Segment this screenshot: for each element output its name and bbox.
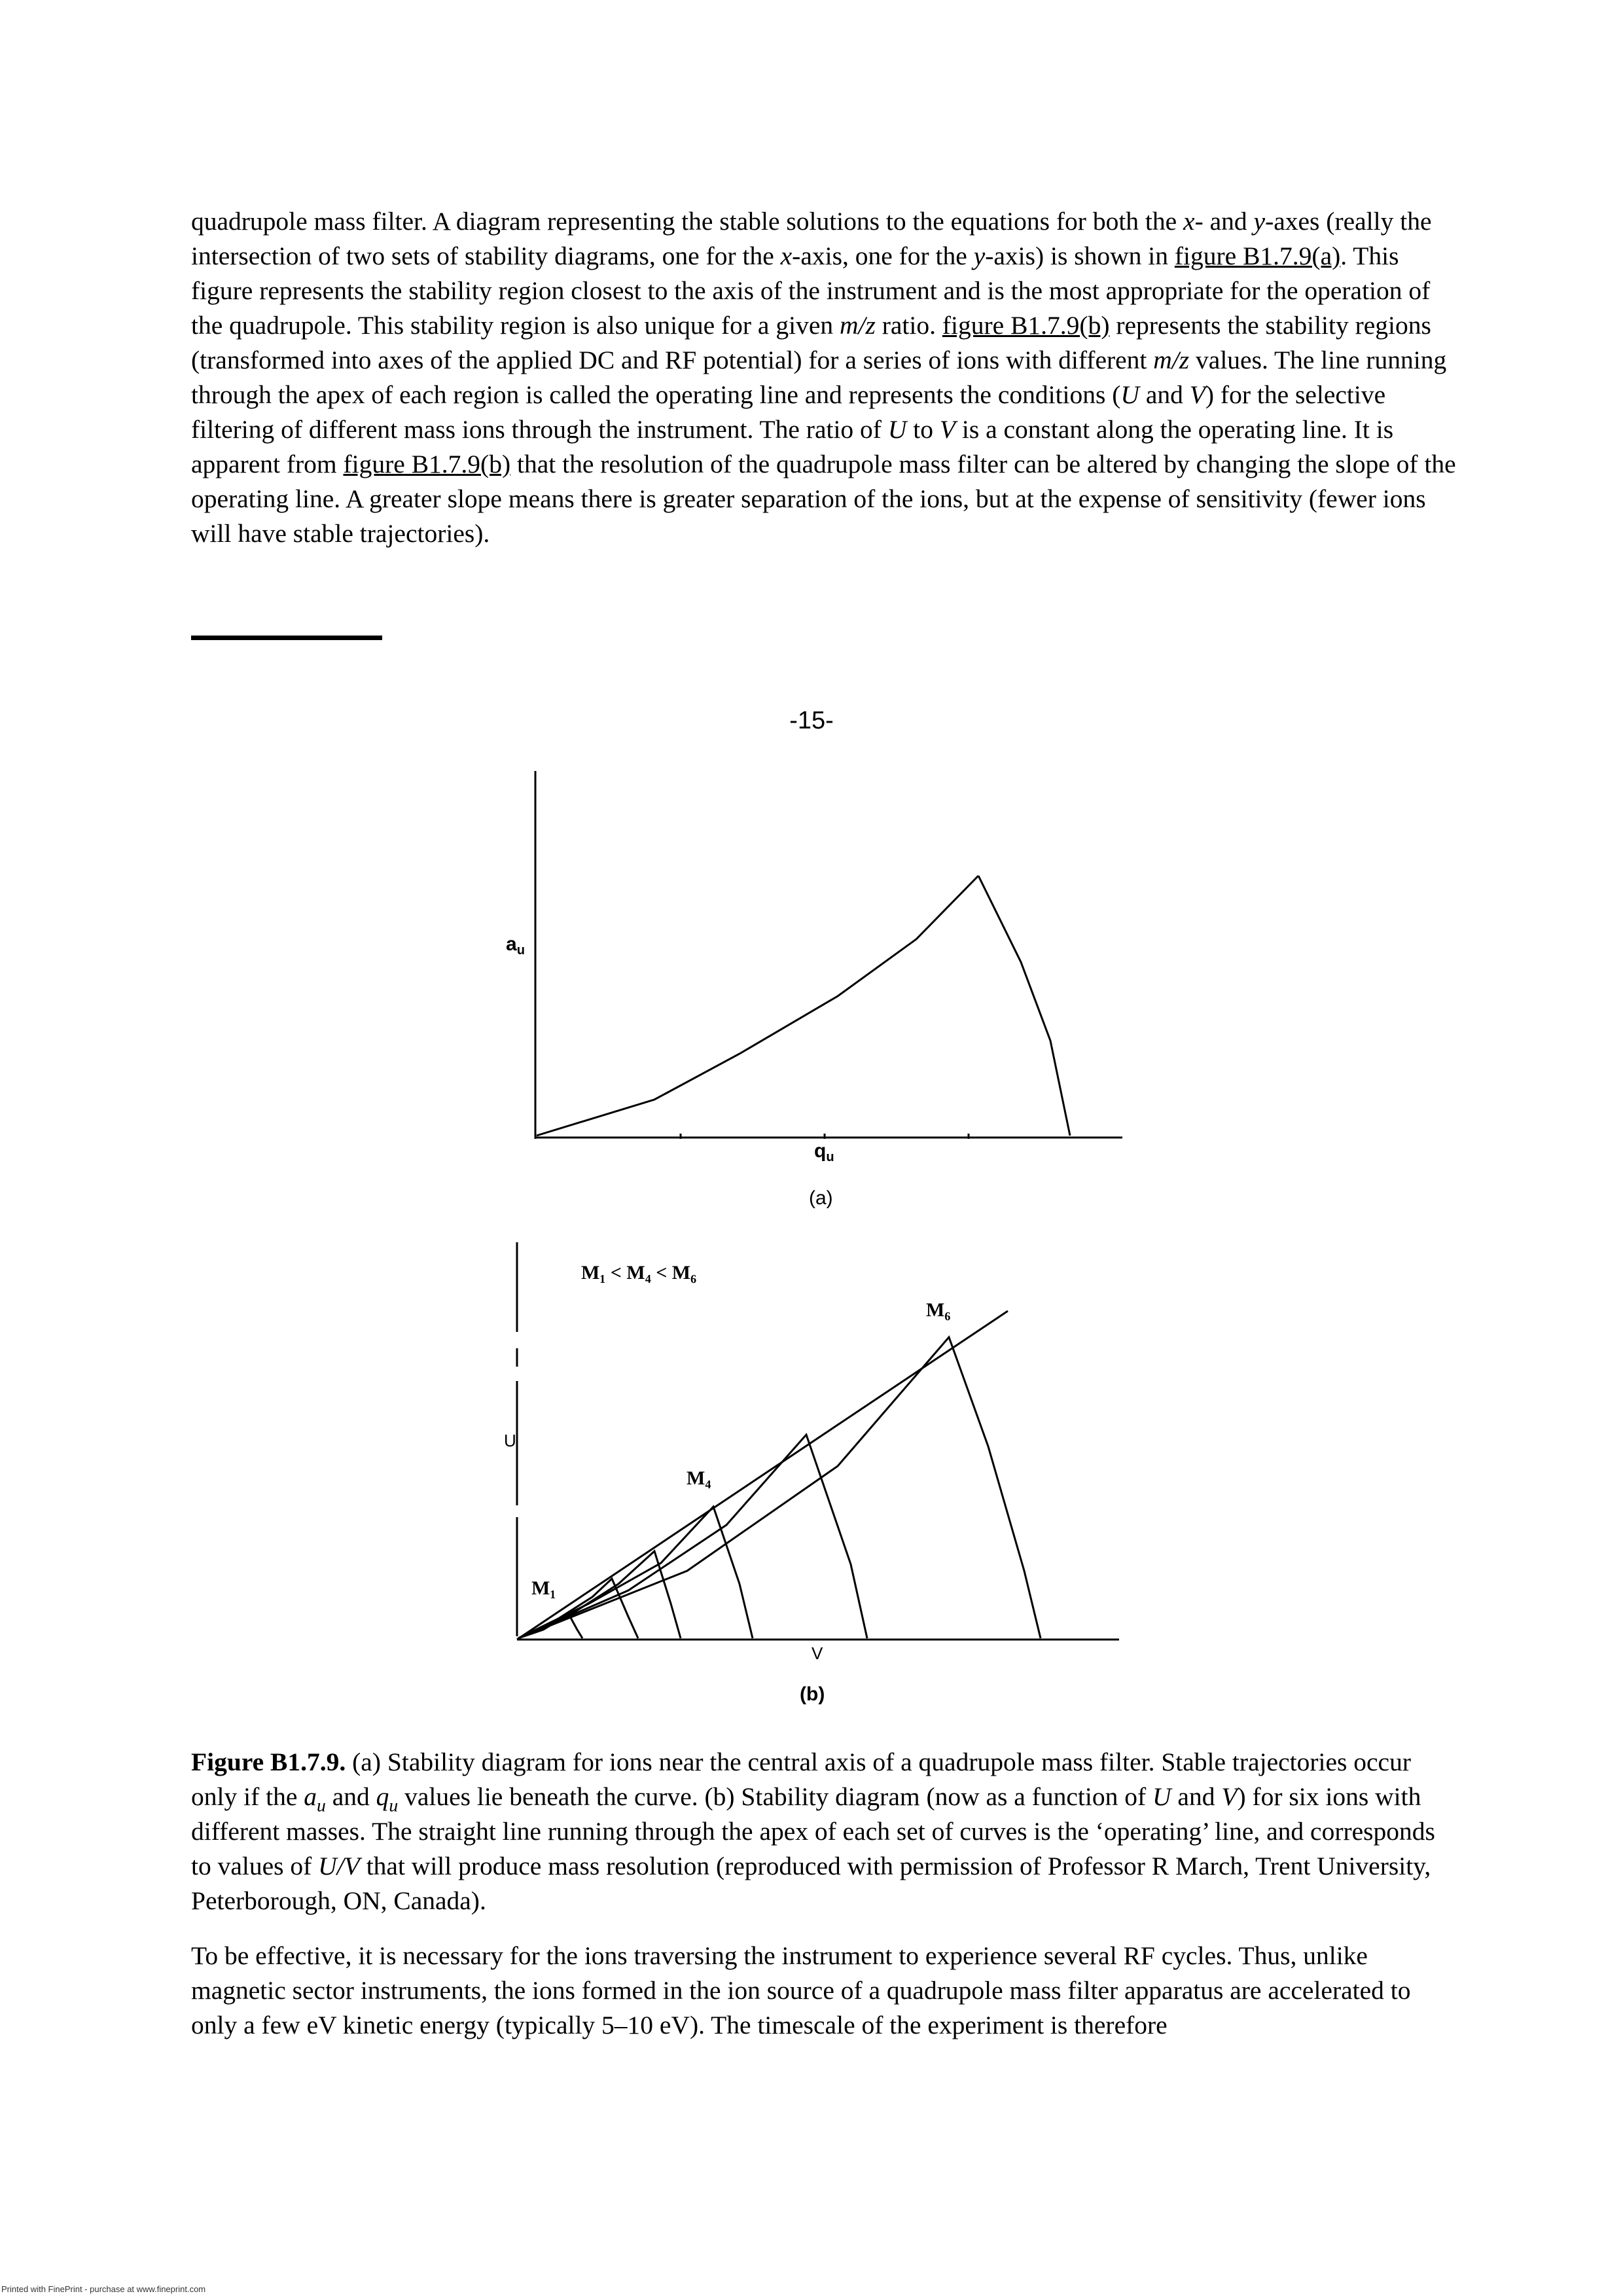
- figure-a-y-label: au: [506, 933, 525, 958]
- text-run: -axis, one for the: [792, 242, 974, 270]
- footnote-rule: [191, 636, 382, 640]
- figure-b-label-m6: M₆: [926, 1299, 950, 1321]
- text-run: quadrupole mass filter. A diagram repres…: [191, 207, 1184, 236]
- italic-run: U/V: [318, 1852, 360, 1880]
- figure-b-inequality: M₁ < M₄ < M₆: [581, 1262, 696, 1283]
- text-run: and: [1139, 380, 1190, 409]
- text-run: values. The line running through the ape…: [191, 346, 1447, 409]
- italic-run: U: [1120, 380, 1139, 409]
- text-run: ) for the selective filtering of differe…: [191, 380, 1386, 444]
- text-run: represents the stability regions (transf…: [191, 311, 1431, 374]
- figure-b: [516, 1242, 1119, 1641]
- text-run: (a) Stability diagram for ions near the …: [191, 1748, 1411, 1811]
- italic-run: V: [1189, 380, 1205, 409]
- italic-run: au: [304, 1782, 326, 1816]
- page-number: -15-: [789, 707, 834, 734]
- text-run: that will produce mass resolution (repro…: [191, 1852, 1431, 1915]
- figure-a-stability-curve: [536, 874, 980, 1137]
- text-run: -axis) is shown in: [985, 242, 1175, 270]
- print-footer: Printed with FinePrint - purchase at www…: [1, 2284, 206, 2294]
- figure-link-a[interactable]: figure B1.7.9(a): [1174, 242, 1341, 270]
- figure-b-operating-line: [516, 1310, 1008, 1641]
- italic-run: x: [780, 242, 793, 270]
- italic-run: y: [973, 242, 986, 270]
- italic-run: V: [939, 415, 955, 444]
- figure-a: [534, 771, 1122, 1139]
- italic-run: m/z: [839, 311, 876, 340]
- italic-run: qu: [376, 1782, 399, 1816]
- text-run: is a constant along the operating line. …: [191, 415, 1394, 478]
- figure-b-x-label: V: [812, 1643, 823, 1663]
- figure-b-panel-label: (b): [800, 1683, 825, 1705]
- bottom-paragraph: To be effective, it is necessary for the…: [191, 1941, 1411, 2039]
- figure-b-y-label: U: [504, 1431, 516, 1450]
- figure-b-curve-4: [518, 1505, 754, 1640]
- figure-link-b[interactable]: figure B1.7.9(b): [942, 311, 1110, 340]
- italic-run: U: [887, 415, 907, 444]
- figure-a-stability-curve-right: [977, 875, 1071, 1136]
- text-run: ratio.: [875, 311, 942, 340]
- top-paragraph: quadrupole mass filter. A diagram repres…: [191, 204, 1461, 551]
- figure-b-curve-6: [518, 1335, 1042, 1640]
- figure-link-b-2[interactable]: figure B1.7.9(b): [343, 450, 511, 478]
- text-run: and: [1171, 1782, 1222, 1811]
- figure-b-curve-5: [518, 1433, 868, 1640]
- caption-label: Figure B1.7.9.: [191, 1748, 346, 1776]
- text-run: - and: [1194, 207, 1254, 236]
- italic-run: V: [1221, 1782, 1238, 1811]
- italic-run: m/z: [1153, 346, 1190, 374]
- text-run: -axes (really the intersection of two se…: [191, 207, 1432, 270]
- italic-run: U: [1152, 1782, 1171, 1811]
- text-run: ) for six ions with different masses. Th…: [191, 1782, 1435, 1880]
- italic-run: x: [1183, 207, 1195, 236]
- figure-b-label-m4: M₄: [687, 1467, 711, 1489]
- figure-caption: Figure B1.7.9. (a) Stability diagram for…: [191, 1745, 1461, 1918]
- figure-a-panel-label: (a): [809, 1187, 833, 1209]
- text-run: and: [325, 1782, 376, 1811]
- text-run: to: [906, 415, 940, 444]
- text-run: . This figure represents the stability r…: [191, 242, 1431, 340]
- italic-run: y: [1253, 207, 1266, 236]
- figure-b-label-m1: M₁: [531, 1577, 556, 1599]
- text-run: values lie beneath the curve. (b) Stabil…: [398, 1782, 1152, 1811]
- figure-a-x-label: qu: [814, 1140, 834, 1164]
- text-run: that the resolution of the quadrupole ma…: [191, 450, 1456, 548]
